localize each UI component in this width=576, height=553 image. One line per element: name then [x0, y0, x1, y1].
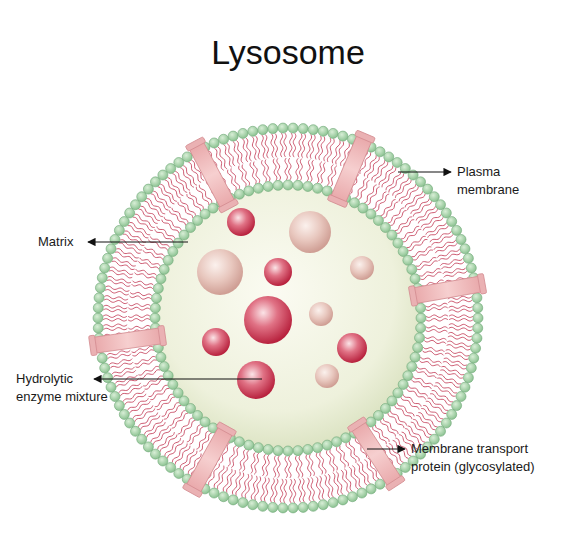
part-label: Hydrolytic enzyme mixture [16, 370, 116, 405]
part-label: Plasma membrane [457, 163, 529, 198]
matrix [156, 186, 420, 450]
leader-lines [88, 172, 451, 449]
part-label: Matrix [38, 233, 98, 251]
enzyme-spheres [197, 208, 374, 399]
part-label: Membrane transport protein (glycosylated… [411, 440, 566, 475]
diagram-title: Lysosome [0, 30, 576, 76]
